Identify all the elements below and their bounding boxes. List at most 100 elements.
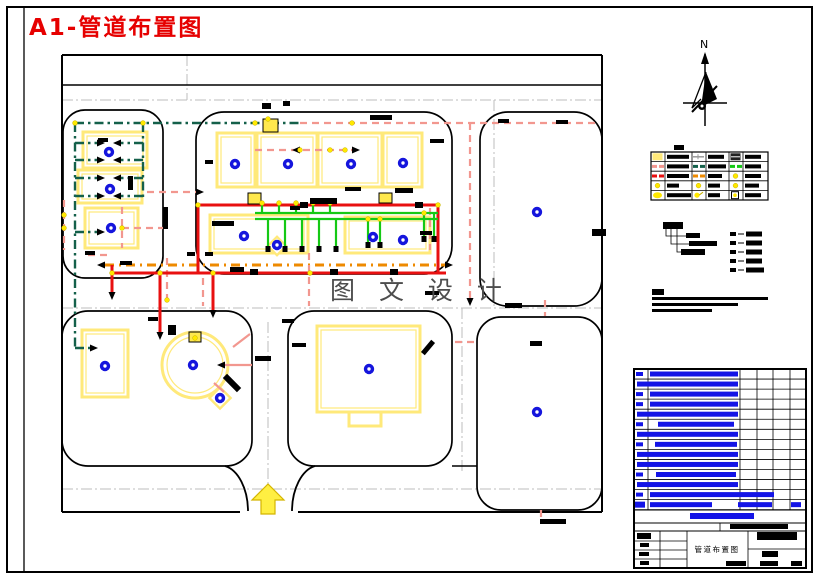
callout-value-blob bbox=[746, 231, 762, 237]
building bbox=[208, 213, 310, 255]
fitting-symbol bbox=[230, 267, 244, 272]
building-marker-core bbox=[242, 234, 246, 238]
hydrant-symbol bbox=[333, 246, 339, 252]
building-marker-core bbox=[401, 238, 405, 242]
flow-arrow bbox=[466, 298, 474, 306]
title-block bbox=[633, 368, 807, 569]
fitting-symbol bbox=[292, 343, 306, 347]
flow-arrow bbox=[90, 344, 98, 352]
tb-cell-blob bbox=[726, 561, 746, 566]
pipe-pink bbox=[213, 382, 225, 393]
fitting-symbol bbox=[205, 160, 213, 164]
flow-arrow bbox=[217, 361, 225, 369]
hydrant-symbol bbox=[299, 246, 305, 252]
junction-dot bbox=[293, 200, 299, 206]
tb-row-text-blob bbox=[637, 431, 738, 437]
tb-row-text-blob bbox=[650, 371, 738, 377]
note-line-blob bbox=[652, 289, 664, 295]
junction-dot bbox=[252, 120, 258, 126]
tb-cell-blob bbox=[640, 543, 649, 547]
tb-cell-blob bbox=[760, 561, 778, 566]
fitting-symbol bbox=[212, 221, 234, 226]
building bbox=[343, 215, 432, 255]
legend-sym bbox=[732, 182, 739, 189]
tb-row-text-blob bbox=[637, 482, 738, 488]
fitting-symbol bbox=[187, 252, 195, 256]
fitting-symbol bbox=[505, 303, 522, 308]
fitting-symbol bbox=[430, 139, 444, 143]
junction-dot bbox=[72, 120, 78, 126]
building-marker-core bbox=[275, 243, 279, 247]
fitting-symbol bbox=[255, 356, 271, 361]
page-border bbox=[6, 6, 813, 573]
callout-leader bbox=[670, 229, 689, 245]
building-marker-core bbox=[401, 161, 405, 165]
junction-dot bbox=[327, 147, 333, 153]
legend-label-blob bbox=[708, 193, 720, 198]
junction-dot bbox=[61, 225, 67, 231]
legend-sym bbox=[693, 174, 698, 178]
callout-value-blob bbox=[746, 240, 762, 246]
note-line-blob bbox=[652, 297, 768, 300]
tb-row-text-blob bbox=[650, 492, 774, 498]
legend-sym bbox=[730, 164, 735, 168]
legend-label-blob bbox=[667, 193, 691, 198]
building-inner bbox=[320, 329, 417, 409]
junction-dot bbox=[210, 270, 216, 276]
city-block bbox=[287, 310, 453, 467]
legend-label-blob bbox=[745, 193, 761, 198]
junction-dot bbox=[349, 120, 355, 126]
fitting-symbol bbox=[530, 341, 542, 346]
tb-cell-blob bbox=[762, 551, 778, 557]
tb-row-text-blob bbox=[791, 502, 801, 508]
callout-key-blob bbox=[730, 241, 736, 245]
flow-arrow bbox=[108, 292, 116, 300]
callout-box bbox=[663, 222, 683, 229]
legend-sym bbox=[732, 173, 739, 179]
building-marker-core bbox=[108, 187, 112, 191]
legend-sym bbox=[652, 164, 657, 168]
city-block bbox=[476, 316, 603, 511]
building-inner bbox=[85, 333, 125, 394]
fitting-symbol bbox=[163, 207, 168, 229]
flow-arrow bbox=[113, 192, 121, 200]
tb-cell-blob bbox=[791, 561, 802, 566]
building-marker-core bbox=[191, 363, 195, 367]
callout-leader bbox=[665, 229, 686, 237]
building bbox=[81, 130, 149, 170]
junction-dot bbox=[192, 335, 198, 341]
building-marker-core bbox=[535, 410, 539, 414]
junction-dot bbox=[195, 202, 201, 208]
tb-sub-blob bbox=[730, 524, 788, 529]
valve-box bbox=[262, 118, 279, 133]
legend-sym bbox=[693, 164, 698, 168]
tb-row-text-blob bbox=[658, 421, 734, 427]
fitting-symbol bbox=[250, 269, 258, 275]
legend-label-blob bbox=[667, 183, 679, 188]
fitting-symbol bbox=[390, 269, 398, 275]
legend-border bbox=[650, 151, 769, 201]
tb-row-text-blob bbox=[738, 502, 772, 508]
legend-sym bbox=[652, 174, 657, 178]
junction-dot bbox=[377, 216, 383, 222]
building-inner bbox=[220, 136, 252, 184]
callout-value-blob bbox=[746, 267, 764, 273]
tb-row-mark bbox=[636, 472, 643, 477]
building-marker-core bbox=[371, 235, 375, 239]
fitting-symbol bbox=[345, 187, 361, 191]
flow-arrow bbox=[97, 192, 105, 200]
hydrant-symbol bbox=[282, 246, 288, 252]
callout-value-blob bbox=[746, 258, 762, 264]
north-arrow: N bbox=[683, 38, 727, 126]
flow-arrow bbox=[445, 261, 453, 269]
fitting-symbol bbox=[415, 202, 423, 208]
detail-callout bbox=[663, 222, 764, 273]
tb-row-text-blob bbox=[637, 411, 738, 417]
legend-label-blob bbox=[745, 154, 761, 159]
flow-arrow bbox=[352, 146, 360, 154]
flow-arrow bbox=[156, 332, 164, 340]
flow-arrow bbox=[209, 310, 217, 318]
legend-sym bbox=[698, 191, 704, 196]
tb-row-text-blob bbox=[656, 472, 736, 477]
